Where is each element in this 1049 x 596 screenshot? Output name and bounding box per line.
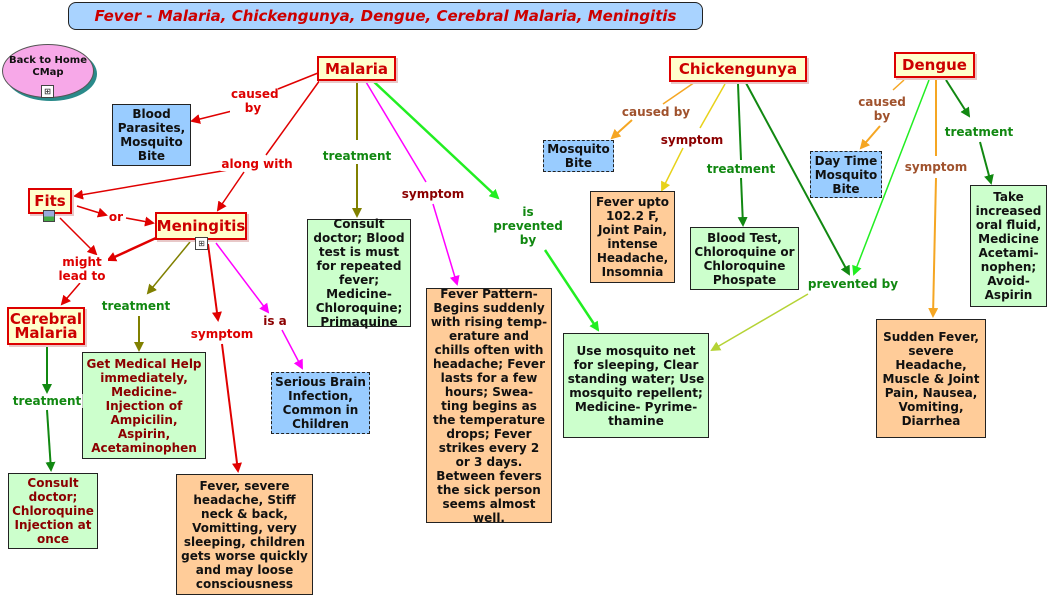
link-symptom-dengue: symptom [903, 160, 969, 174]
concept-malaria[interactable]: Malaria [317, 56, 396, 81]
meningitis-cmap-icon[interactable]: ⊞ [195, 237, 208, 250]
link-prevented-by: prevented by [806, 277, 900, 291]
concept-chickengunya[interactable]: Chickengunya [669, 56, 807, 82]
node-malaria-treatment: Consult doctor; Blood test is must for r… [307, 217, 411, 329]
link-caused-by-malaria: caused by [230, 87, 279, 115]
back-home-label: Back to Home CMap [8, 55, 87, 78]
concept-meningitis[interactable]: Meningitis [155, 212, 247, 240]
concept-dengue[interactable]: Dengue [894, 52, 975, 78]
link-is-prevented-by: is prevented by [490, 205, 566, 247]
link-treatment-dengue: treatment [943, 125, 1015, 139]
node-chik-symptom: Fever upto 102.2 F, Joint Pain, intense … [590, 191, 675, 283]
link-is-a: is a [262, 314, 288, 328]
link-or: or [107, 210, 125, 224]
link-symptom-chik: symptom [659, 133, 725, 147]
link-along-with: along with [220, 157, 294, 171]
map-title: Fever - Malaria, Chickengunya, Dengue, C… [68, 2, 703, 30]
node-blood-parasites: Blood Parasites, Mosquito Bite [112, 104, 191, 166]
node-mosquito-bite: Mosquito Bite [543, 140, 614, 172]
node-malaria-symptom: Fever Pattern- Begins suddenly with risi… [426, 287, 552, 525]
back-home-button[interactable]: Back to Home CMap ⊞ [2, 44, 94, 98]
node-prevention: Use mosquito net for sleeping, Clear sta… [563, 333, 709, 438]
node-chik-treatment: Blood Test, Chloroquine or Chloroquine P… [690, 227, 799, 290]
node-dengue-symptom: Sudden Fever, severe Headache, Muscle & … [876, 319, 986, 438]
cmap-link-icon[interactable]: ⊞ [41, 85, 54, 98]
link-symptom-meningitis: symptom [189, 327, 255, 341]
node-serious-brain: Serious Brain Infection, Common in Child… [271, 372, 370, 434]
concept-fits[interactable]: Fits [28, 188, 72, 214]
link-treatment-malaria: treatment [321, 149, 393, 163]
link-treatment-meningitis: treatment [100, 299, 172, 313]
node-cerebral-treatment: Consult doctor; Chloroquine Injection at… [8, 473, 98, 549]
link-caused-by-chik: caused by [620, 105, 692, 119]
node-meningitis-symptom: Fever, severe headache, Stiff neck & bac… [176, 474, 313, 595]
link-symptom-malaria: symptom [400, 187, 466, 201]
node-day-time-bite: Day Time Mosquito Bite [810, 151, 882, 198]
fits-image-icon[interactable] [43, 210, 55, 222]
link-might-lead-to: might lead to [56, 255, 108, 283]
concept-cerebral-malaria[interactable]: Cerebral Malaria [7, 307, 85, 345]
link-treatment-chik: treatment [705, 162, 777, 176]
link-caused-by-dengue: caused by [856, 95, 908, 123]
node-dengue-treatment: Take increased oral fluid, Medicine Acet… [970, 185, 1047, 307]
link-treatment-cerebral: treatment [11, 394, 83, 408]
node-meningitis-treatment: Get Medical Help immediately, Medicine- … [82, 352, 206, 459]
